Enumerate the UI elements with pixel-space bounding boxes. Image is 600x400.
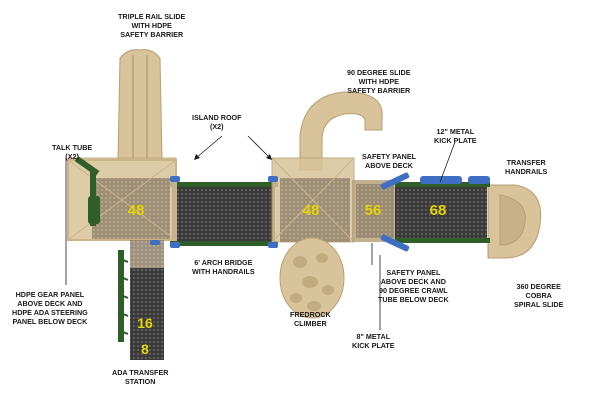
label-island-roof: ISLAND ROOF (X2) <box>192 113 242 131</box>
cobra-spiral-slide <box>487 184 542 259</box>
deck-number-68: 68 <box>430 202 447 219</box>
label-hdpe-gear-panel: HDPE GEAR PANEL ABOVE DECK AND HDPE ADA … <box>12 290 88 326</box>
ada-transfer-station <box>117 240 164 360</box>
label-arch-bridge: 6' ARCH BRIDGE WITH HANDRAILS <box>192 258 255 276</box>
label-transfer-handrails: TRANSFER HANDRAILS <box>505 158 548 176</box>
label-talk-tube: TALK TUBE (X2) <box>52 143 93 161</box>
label-ninety-slide: 90 DEGREE SLIDE WITH HDPE SAFETY BARRIER <box>347 68 411 95</box>
leader-lines <box>65 135 456 330</box>
deck-number-center: 48 <box>303 202 320 219</box>
deck-number-8: 8 <box>141 341 149 357</box>
deck-number-56: 56 <box>365 202 382 219</box>
deck-number-left: 48 <box>128 202 145 219</box>
label-safety-panel-crawl: SAFETY PANEL ABOVE DECK AND 90 DEGREE CR… <box>378 268 449 304</box>
step-deck-56 <box>352 180 397 242</box>
label-kick-plate-12: 12" METAL KICK PLATE <box>434 127 477 145</box>
label-ada-transfer: ADA TRANSFER STATION <box>112 368 169 386</box>
blue-handrails <box>170 172 410 252</box>
label-safety-panel-above: SAFETY PANEL ABOVE DECK <box>362 152 417 170</box>
center-deck <box>271 157 355 243</box>
gear-panel-icon <box>88 196 100 224</box>
deck-number-16: 16 <box>137 315 153 331</box>
ninety-degree-slide <box>299 91 383 171</box>
top-deck-68 <box>395 176 490 243</box>
label-cobra-slide: 360 DEGREE COBRA SPIRAL SLIDE <box>514 282 564 309</box>
left-deck <box>67 156 177 241</box>
label-triple-rail-slide: TRIPLE RAIL SLIDE WITH HDPE SAFETY BARRI… <box>118 12 186 39</box>
triple-rail-slide <box>117 49 163 161</box>
arrow-heads <box>194 154 272 160</box>
label-fredrock: FREDROCK CLIMBER <box>290 310 331 328</box>
arch-bridge <box>170 182 278 246</box>
label-kick-plate-8: 8" METAL KICK PLATE <box>352 332 395 350</box>
fredrock-climber <box>279 237 345 319</box>
